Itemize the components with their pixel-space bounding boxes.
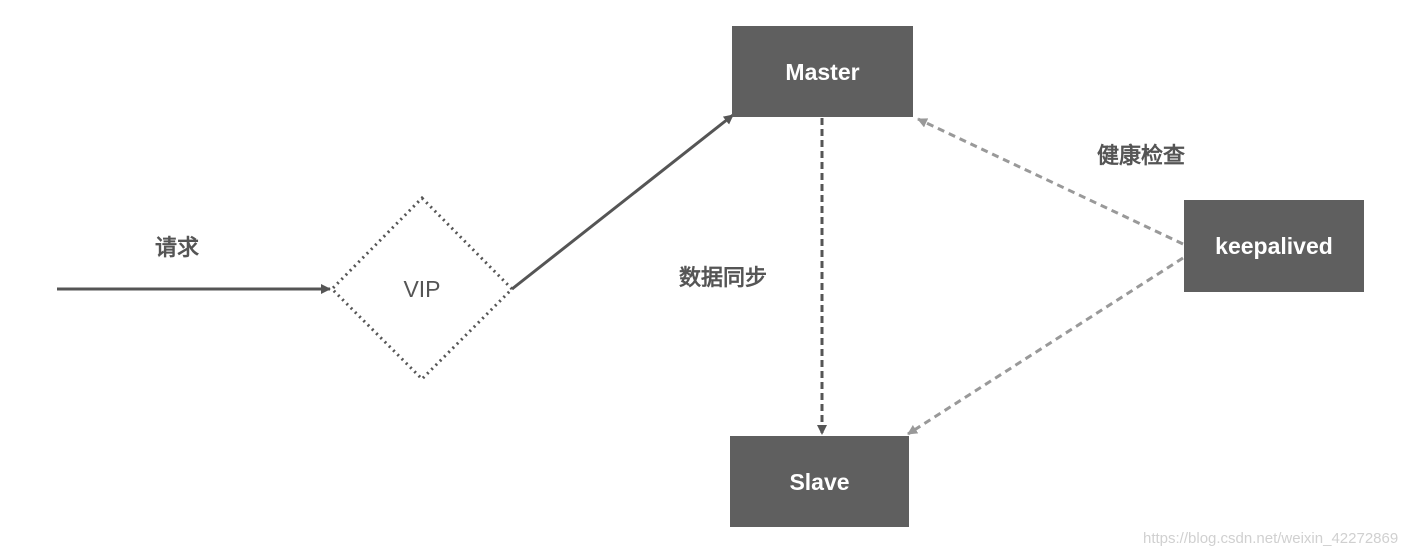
request-label: 请求 xyxy=(155,235,199,261)
master-label: Master xyxy=(785,59,859,85)
health-check-label: 健康检查 xyxy=(1097,143,1185,169)
health-check-master-arrow xyxy=(917,117,1184,246)
slave-box xyxy=(730,436,909,527)
vip-diamond xyxy=(329,195,515,382)
vip-label: VIP xyxy=(403,276,440,302)
data-sync-label: 数据同步 xyxy=(679,265,767,291)
watermark-text: https://blog.csdn.net/weixin_42272869 xyxy=(1143,530,1399,547)
master-box xyxy=(732,26,913,117)
slave-label: Slave xyxy=(789,469,849,495)
keepalived-box xyxy=(1184,200,1364,292)
keepalived-label: keepalived xyxy=(1215,233,1333,259)
vip-to-master-arrow xyxy=(511,113,734,291)
health-check-slave-arrow xyxy=(907,256,1184,436)
